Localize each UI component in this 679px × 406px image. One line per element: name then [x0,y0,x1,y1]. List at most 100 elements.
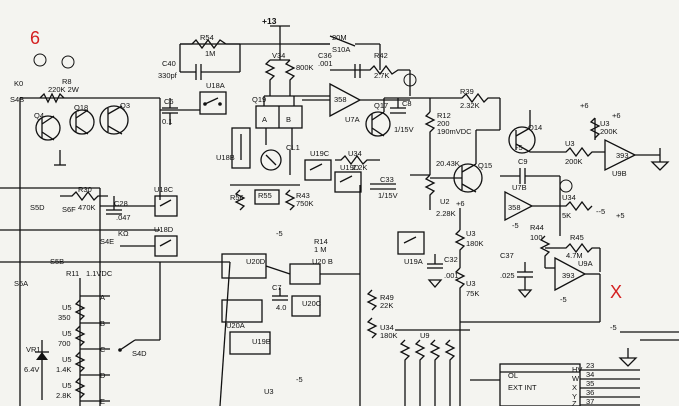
label-letter-b: B [100,319,105,328]
label-v34: V34 [272,51,285,60]
label-u5-c-val: 1.4K [56,365,71,374]
label-u9b: U9B [612,169,627,178]
label-r49: R49 [380,293,394,302]
label-u34-c: U34 [348,149,362,158]
label-u20d: U20D [246,257,266,266]
label-u18a: U18A [206,81,225,90]
label-u19d: U19D [340,163,360,172]
label-u5-d-val: 2.8K [56,391,71,400]
label-u34-d: U34 [380,323,394,332]
label-letter-c: C [100,345,106,354]
label-u5-b: U5 [62,329,72,338]
page-number-mark: 6 [30,28,40,48]
label-s6a: S6A [14,279,28,288]
label-u5-a-val: 350 [58,313,71,322]
q14-transistor [508,110,560,154]
label-r30v: 470K [78,203,96,212]
label-u7a-val: 358 [334,95,347,104]
label-r56: R56 [230,193,244,202]
label-c9: C9 [518,157,528,166]
label-r11: R11 [66,269,79,278]
label-v6-mid: +6 [456,199,465,208]
label-fet-a: A [262,115,267,124]
label-r12v2: 190mVDC [437,127,472,136]
label-u9: U9 [420,331,430,340]
label-pin-x: X [572,383,577,392]
label-pin-hv: HV [572,365,582,374]
u9a-comparator [460,256,601,323]
label-u5-c: U5 [62,355,72,364]
u3-200k-resistors [560,117,605,158]
label-c8v: 1/15V [394,125,414,134]
right-edge-wires [618,331,679,367]
label-s4b: S4B [10,95,24,104]
label-u20b: U20 B [312,257,333,266]
label-u3-c: U3 [466,229,476,238]
label-r54: R54 [200,33,214,42]
s4d-switch [118,262,161,352]
label-p5: +5 [616,211,625,220]
bottom-resistor-bank [395,329,470,406]
test-points [33,53,573,193]
u19d-switch [334,171,362,193]
q4-transistor [35,115,61,141]
label-u5-d: U5 [62,381,72,390]
label-pin-23: 23 [586,361,594,370]
label-u3-c-val: 180K [466,239,484,248]
label-20k: 20.43K [436,159,460,168]
label-k2: KΩ [118,229,129,238]
label-c6v: 0.1 [162,117,172,126]
label-c7: C7 [272,283,282,292]
label-u3-a: U3 [600,119,610,128]
u19c-switch [304,159,332,181]
label-u3-d: U3 [466,279,476,288]
label-u18c: U18C [154,185,174,194]
label-r44: R44 [530,223,544,232]
label-m5-u7: -5 [516,143,523,152]
label-letter-d: D [100,371,106,380]
label-u3-d-val: 75K [466,289,479,298]
label-c36v: .001 [318,59,333,68]
c33-capacitor [370,183,396,190]
label-c37v: .025 [500,271,515,280]
label-q14: Q14 [528,123,542,132]
label-u34-c-val: 2.2K [352,163,367,172]
label-u34-800k: 800K [296,63,314,72]
r54-resistor [179,38,241,72]
label-q19: Q19 [252,95,266,104]
label-u18b: U18B [216,153,235,162]
label-u2v: 2.28K [436,209,456,218]
label-s4e: S4E [100,237,114,246]
label-vr1: VR1 [26,345,41,354]
label-u20c: U20C [302,299,322,308]
label-u3-a-val: 200K [600,127,618,136]
label-u7a: U7A [345,115,360,124]
label-letter-e: E [100,397,105,406]
label-c28v: .047 [116,213,131,222]
label-r54v: 1M [205,49,215,58]
label-s4d: S4D [132,349,147,358]
label-u5-b-val: 700 [58,339,71,348]
label-r8v: 220K 2W [48,85,80,94]
c8-capacitor [390,98,406,114]
label-m5b: -5 [560,295,567,304]
label-u34b: U34 [562,193,576,202]
label-r11v: 1.1VDC [86,269,113,278]
label-r43v: 750K [296,199,314,208]
r30-resistor [60,190,122,215]
label-r49v: 22K [380,301,393,310]
label-c6: C6 [164,97,174,106]
label-r45: R45 [570,233,584,242]
label-m5-right: -5 [610,323,617,332]
label-u18d: U18D [154,225,174,234]
label-r42v: 2.7K [374,71,389,80]
label-v6-top: +6 [580,101,589,110]
label-c7v: 4.0 [276,303,286,312]
q18-transistor [69,109,95,135]
c40-capacitor [180,64,240,80]
label-r39: R39 [460,87,474,96]
label-q18: Q18 [74,103,88,112]
label-20m: 20M [332,33,347,42]
label-ext-int: EXT INT [508,383,537,392]
label-v6-top2: +6 [612,111,621,120]
